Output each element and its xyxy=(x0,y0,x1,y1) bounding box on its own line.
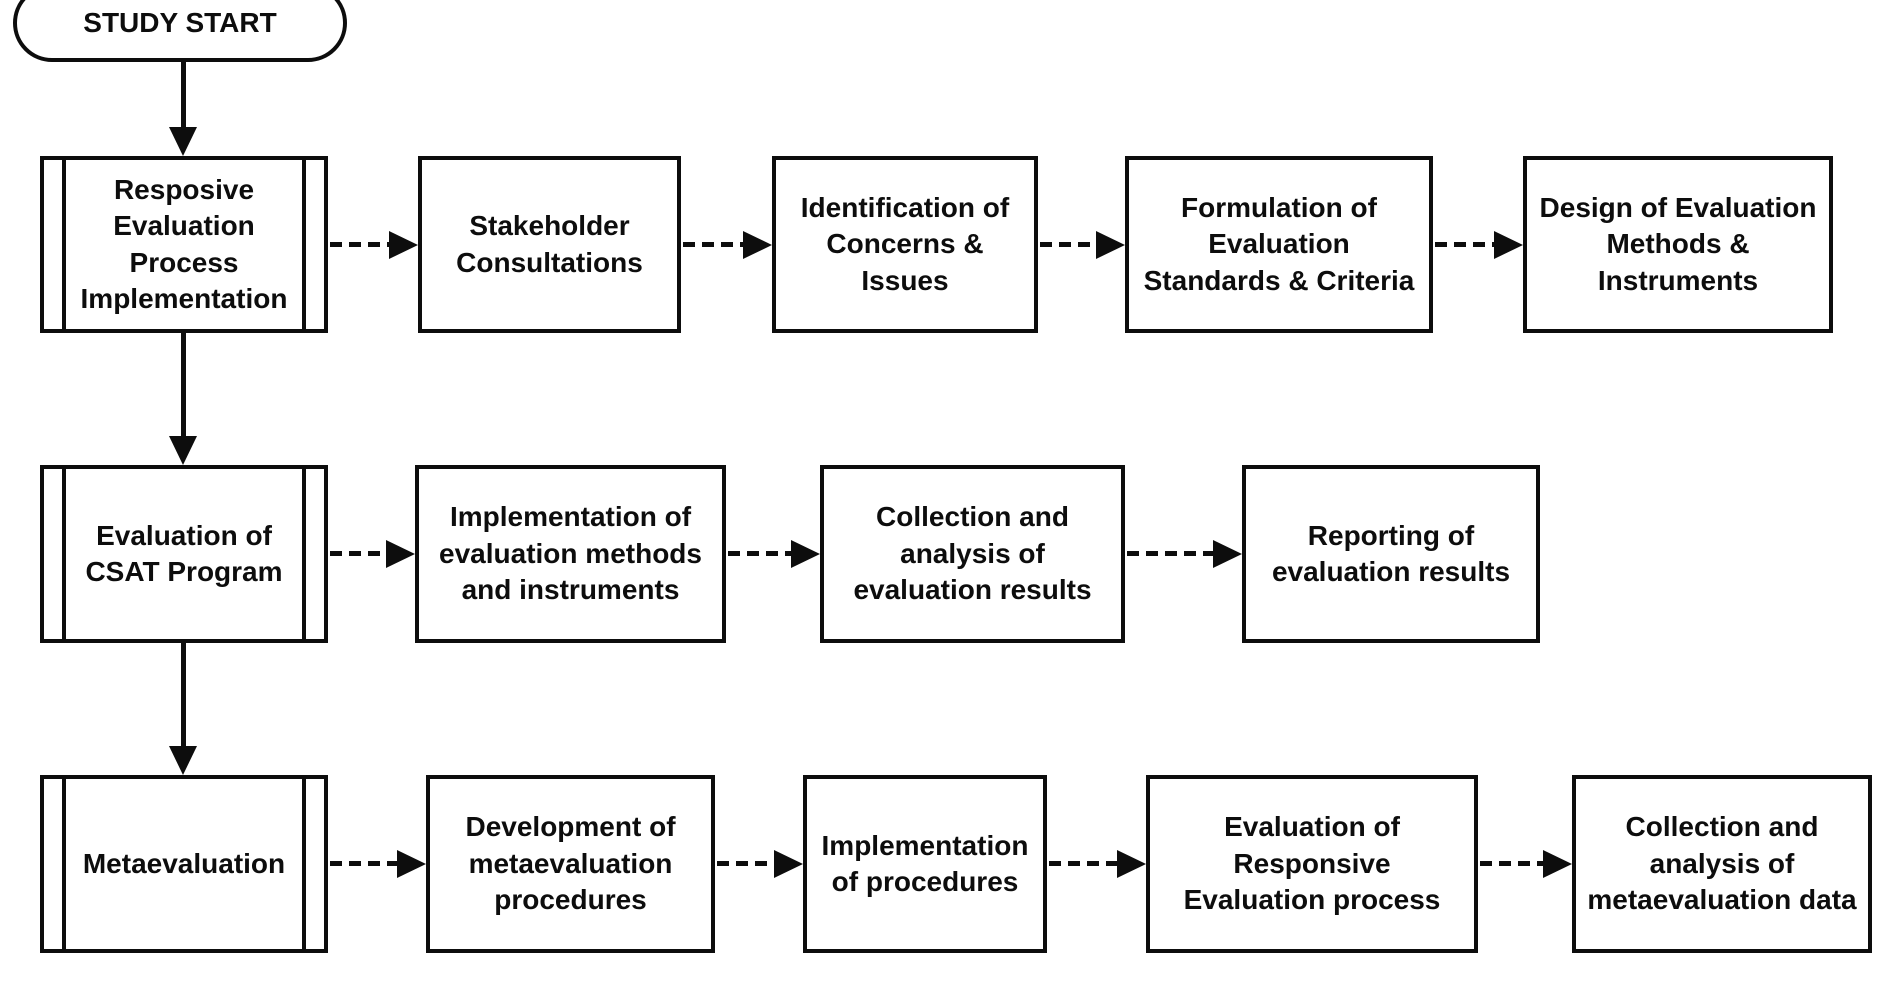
arrow-head-right-icon xyxy=(389,231,418,259)
node-study-start: STUDY START xyxy=(13,0,347,62)
node-design-of-evaluation-methods-instruments: Design of Evaluation Methods & Instrumen… xyxy=(1523,156,1833,333)
node-identification-of-concerns-issues: Identification of Concerns & Issues xyxy=(772,156,1038,333)
node-reporting-evaluation-results: Reporting of evaluation results xyxy=(1242,465,1540,643)
node-implementation-of-procedures: Implementation of procedures xyxy=(803,775,1047,953)
arrow-line xyxy=(181,333,186,437)
arrow-line xyxy=(1127,551,1214,556)
node-evaluation-of-csat-program: Evaluation of CSAT Program xyxy=(40,465,328,643)
node-label: Formulation of Evaluation Standards & Cr… xyxy=(1143,191,1415,296)
node-label: Resposive Evaluation Process Implementat… xyxy=(80,173,288,314)
node-stakeholder-consultations: Stakeholder Consultations xyxy=(418,156,681,333)
node-collection-analysis-metaevaluation-data: Collection and analysis of metaevaluatio… xyxy=(1572,775,1872,953)
node-label: Evaluation of Responsive Evaluation proc… xyxy=(1183,811,1441,916)
node-development-metaevaluation-procedures: Development of metaevaluation procedures xyxy=(426,775,715,953)
arrow-line xyxy=(683,242,745,247)
arrow-line xyxy=(1480,861,1544,866)
arrow-head-right-icon xyxy=(743,231,772,259)
arrow-line xyxy=(181,62,186,128)
arrow-head-down-icon xyxy=(169,127,197,156)
node-label: Design of Evaluation Methods & Instrumen… xyxy=(1539,191,1817,296)
arrow-head-right-icon xyxy=(1494,231,1523,259)
arrow-head-down-icon xyxy=(169,436,197,465)
node-label: Collection and analysis of evaluation re… xyxy=(853,501,1092,606)
arrow-head-right-icon xyxy=(1096,231,1125,259)
node-label: STUDY START xyxy=(83,6,277,38)
arrow-line xyxy=(330,861,400,866)
arrow-line xyxy=(1040,242,1098,247)
arrow-head-right-icon xyxy=(386,540,415,568)
arrow-head-right-icon xyxy=(1213,540,1242,568)
node-label: Reporting of evaluation results xyxy=(1271,519,1511,587)
node-formulation-of-evaluation-standards-criteria: Formulation of Evaluation Standards & Cr… xyxy=(1125,156,1433,333)
node-label: Stakeholder Consultations xyxy=(456,210,643,278)
node-evaluation-of-responsive-evaluation-process: Evaluation of Responsive Evaluation proc… xyxy=(1146,775,1478,953)
arrow-line xyxy=(330,551,388,556)
arrow-head-right-icon xyxy=(1543,850,1572,878)
arrow-line xyxy=(1435,242,1495,247)
node-label: Metaevaluation xyxy=(82,847,286,879)
arrow-head-right-icon xyxy=(774,850,803,878)
node-label: Implementation of evaluation methods and… xyxy=(439,501,702,606)
node-label: Collection and analysis of metaevaluatio… xyxy=(1587,811,1857,916)
arrow-line xyxy=(181,643,186,747)
node-metaevaluation: Metaevaluation xyxy=(40,775,328,953)
arrow-line xyxy=(330,242,392,247)
node-label: Evaluation of CSAT Program xyxy=(85,519,283,587)
arrow-line xyxy=(1049,861,1119,866)
node-label: Development of metaevaluation procedures xyxy=(465,811,676,916)
arrow-head-down-icon xyxy=(169,746,197,775)
node-label: Identification of Concerns & Issues xyxy=(800,191,1010,296)
node-collection-analysis-evaluation-results: Collection and analysis of evaluation re… xyxy=(820,465,1125,643)
node-responsive-evaluation-process-implementation: Resposive Evaluation Process Implementat… xyxy=(40,156,328,333)
node-label: Implementation of procedures xyxy=(821,829,1029,897)
node-implementation-of-evaluation-methods-instruments: Implementation of evaluation methods and… xyxy=(415,465,726,643)
arrow-line xyxy=(728,551,792,556)
arrow-head-right-icon xyxy=(397,850,426,878)
arrow-line xyxy=(717,861,775,866)
arrow-head-right-icon xyxy=(1117,850,1146,878)
arrow-head-right-icon xyxy=(791,540,820,568)
